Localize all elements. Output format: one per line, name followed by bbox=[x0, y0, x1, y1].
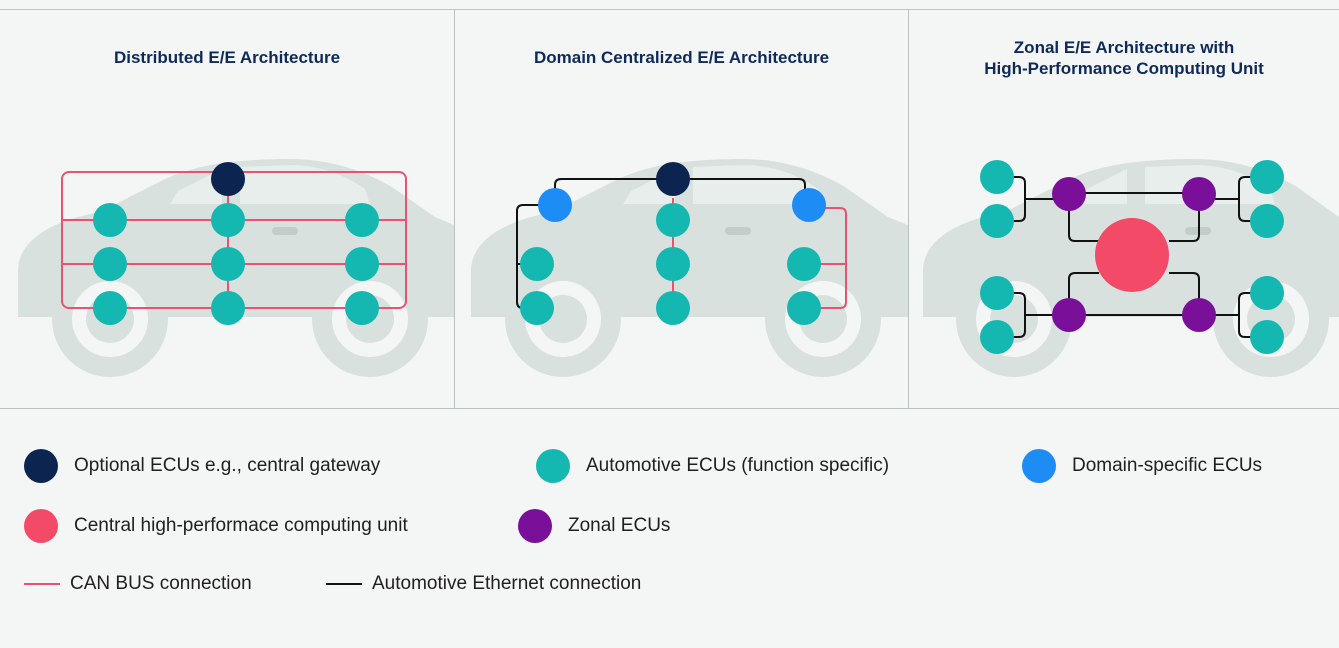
legend-label: Domain-specific ECUs bbox=[1072, 455, 1263, 476]
legend-label: Automotive ECUs (function specific) bbox=[586, 455, 890, 476]
panel-title: Distributed E/E Architecture bbox=[113, 48, 341, 67]
legend-item-zonal-ecu: Zonal ECUs bbox=[518, 509, 670, 543]
panel-title: Domain Centralized E/E Architecture bbox=[533, 48, 830, 67]
red-line-icon bbox=[24, 583, 60, 585]
distributed-architecture-diagram bbox=[18, 159, 454, 377]
domain-architecture-diagram bbox=[471, 159, 908, 377]
top-divider bbox=[0, 9, 1339, 10]
zonal-architecture-diagram bbox=[923, 159, 1339, 377]
blue-dot-icon bbox=[1022, 449, 1056, 483]
teal-dot-icon bbox=[536, 449, 570, 483]
legend-label: CAN BUS connection bbox=[70, 573, 252, 594]
legend-item-domain-ecu: Domain-specific ECUs bbox=[1022, 449, 1262, 483]
legend-label: Zonal ECUs bbox=[568, 515, 671, 536]
legend-item-ethernet: Automotive Ethernet connection bbox=[326, 573, 641, 595]
black-line-icon bbox=[326, 583, 362, 585]
panel-divider-1 bbox=[454, 9, 455, 408]
legend-label: Central high-performace computing unit bbox=[74, 515, 408, 536]
middle-divider bbox=[0, 408, 1339, 409]
red-dot-icon bbox=[24, 509, 58, 543]
panel-distributed: Distributed E/E Architecture bbox=[0, 9, 454, 408]
panel-domain-centralized: Domain Centralized E/E Architecture bbox=[455, 9, 908, 408]
legend-item-can-bus: CAN BUS connection bbox=[24, 573, 252, 595]
legend-label: Automotive Ethernet connection bbox=[372, 573, 642, 594]
navy-dot-icon bbox=[24, 449, 58, 483]
panel-zonal: Zonal E/E Architecture with High-Perform… bbox=[909, 9, 1339, 408]
panel-title: Zonal E/E Architecture with High-Perform… bbox=[984, 38, 1264, 78]
panel-divider-2 bbox=[908, 9, 909, 408]
function-ecus bbox=[93, 203, 379, 325]
purple-dot-icon bbox=[518, 509, 552, 543]
central-gateway-ecu bbox=[211, 162, 245, 196]
legend-item-automotive-ecu: Automotive ECUs (function specific) bbox=[536, 449, 889, 483]
legend-item-optional-ecu: Optional ECUs e.g., central gateway bbox=[24, 449, 380, 483]
legend-item-hpc-unit: Central high-performace computing unit bbox=[24, 509, 408, 543]
legend-label: Optional ECUs e.g., central gateway bbox=[74, 455, 381, 476]
